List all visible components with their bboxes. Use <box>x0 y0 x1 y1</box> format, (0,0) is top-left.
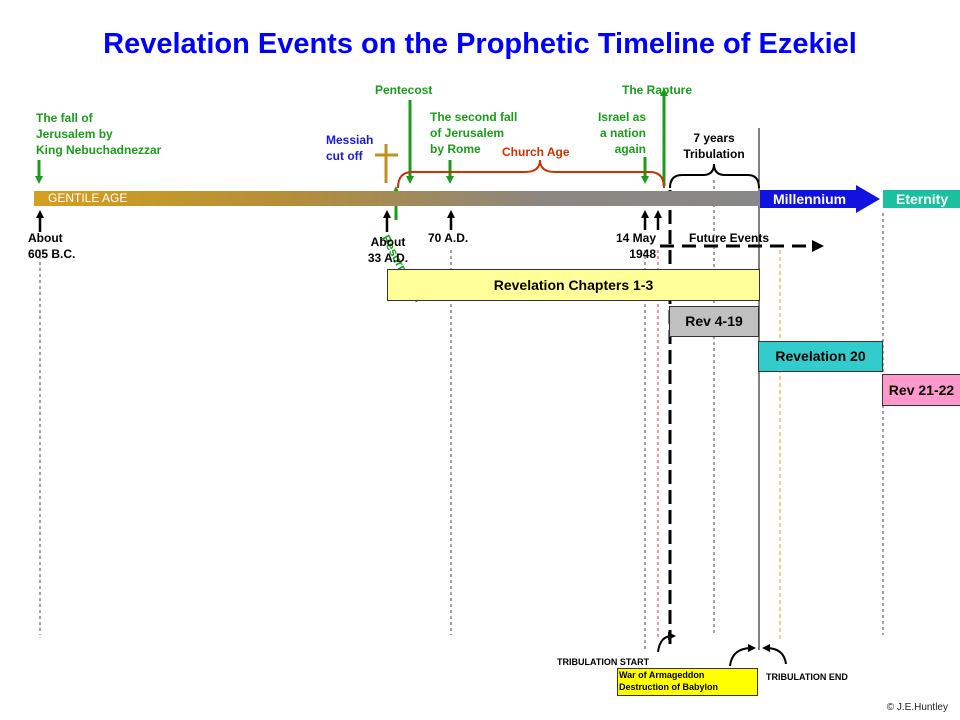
curve-arrow-trib-end <box>762 644 787 665</box>
about-605-label: About 605 B.C. <box>28 231 76 261</box>
israel-nation-label: Israel as a nation again <box>597 110 646 156</box>
eternity-label: Eternity <box>896 191 949 207</box>
page-title: Revelation Events on the Prophetic Timel… <box>103 28 857 60</box>
ad70-label: 70 A.D. <box>428 231 469 245</box>
curve-arrow-armageddon <box>729 644 756 667</box>
rev-1-3-box: Revelation Chapters 1-3 <box>387 269 760 301</box>
future-events-arrowhead <box>812 240 824 252</box>
pentecost-label: Pentecost <box>375 83 433 97</box>
gentile-age-label: GENTILE AGE <box>48 191 128 205</box>
rev-21-22-box: Rev 21-22 <box>882 374 960 406</box>
fall-jerusalem-label: The fall of Jerusalem by King Nebuchadne… <box>36 111 162 157</box>
copyright-label: © J.E.Huntley <box>886 702 948 713</box>
eternity-bar: Eternity <box>883 190 960 208</box>
rapture-label: The Rapture <box>622 83 693 97</box>
may-1948-label: 14 May 1948 <box>615 231 656 261</box>
church-age-brace <box>397 159 665 189</box>
trib-start-label: TRIBULATION START <box>557 657 650 667</box>
cross-icon <box>375 144 398 183</box>
seven-years-label: 7 years Tribulation <box>683 131 745 161</box>
rev-20-box: Revelation 20 <box>758 341 883 372</box>
guide-lines <box>39 180 884 650</box>
future-events-label: Future Events <box>689 231 770 245</box>
about-33-label: About 33 A.D. <box>367 235 409 265</box>
second-fall-label: The second fall of Jerusalem by Rome <box>430 110 518 156</box>
tribulation-brace <box>669 163 760 189</box>
armageddon-box: War of Armageddon Destruction of Babylon <box>617 668 758 696</box>
trib-end-label: TRIBULATION END <box>766 672 848 682</box>
millennium-label: Millennium <box>773 191 847 207</box>
messiah-label: Messiah cut off <box>326 133 374 163</box>
church-age-label: Church Age <box>502 145 570 159</box>
gentile-age-bar <box>34 191 760 206</box>
curve-arrow-trib-start <box>657 632 676 653</box>
rev-4-19-box: Rev 4-19 <box>669 306 759 337</box>
